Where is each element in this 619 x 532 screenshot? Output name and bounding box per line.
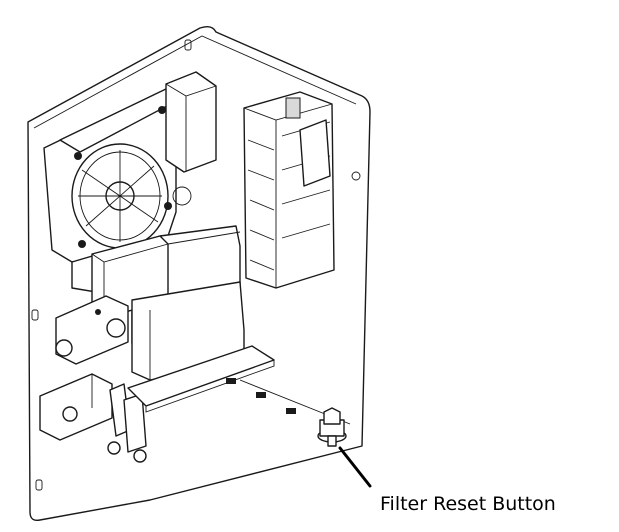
terminal-block [243,91,335,289]
circuit-board [127,345,351,425]
tube-fittings [107,383,147,463]
callout-label: Filter Reset Button [380,493,556,515]
relay-module [165,71,217,173]
sensor-upper [55,295,129,365]
fan-assembly [43,87,192,263]
filter-reset-button [317,407,347,447]
arrow-line-icon [338,446,372,488]
sensor-lower [39,373,113,441]
